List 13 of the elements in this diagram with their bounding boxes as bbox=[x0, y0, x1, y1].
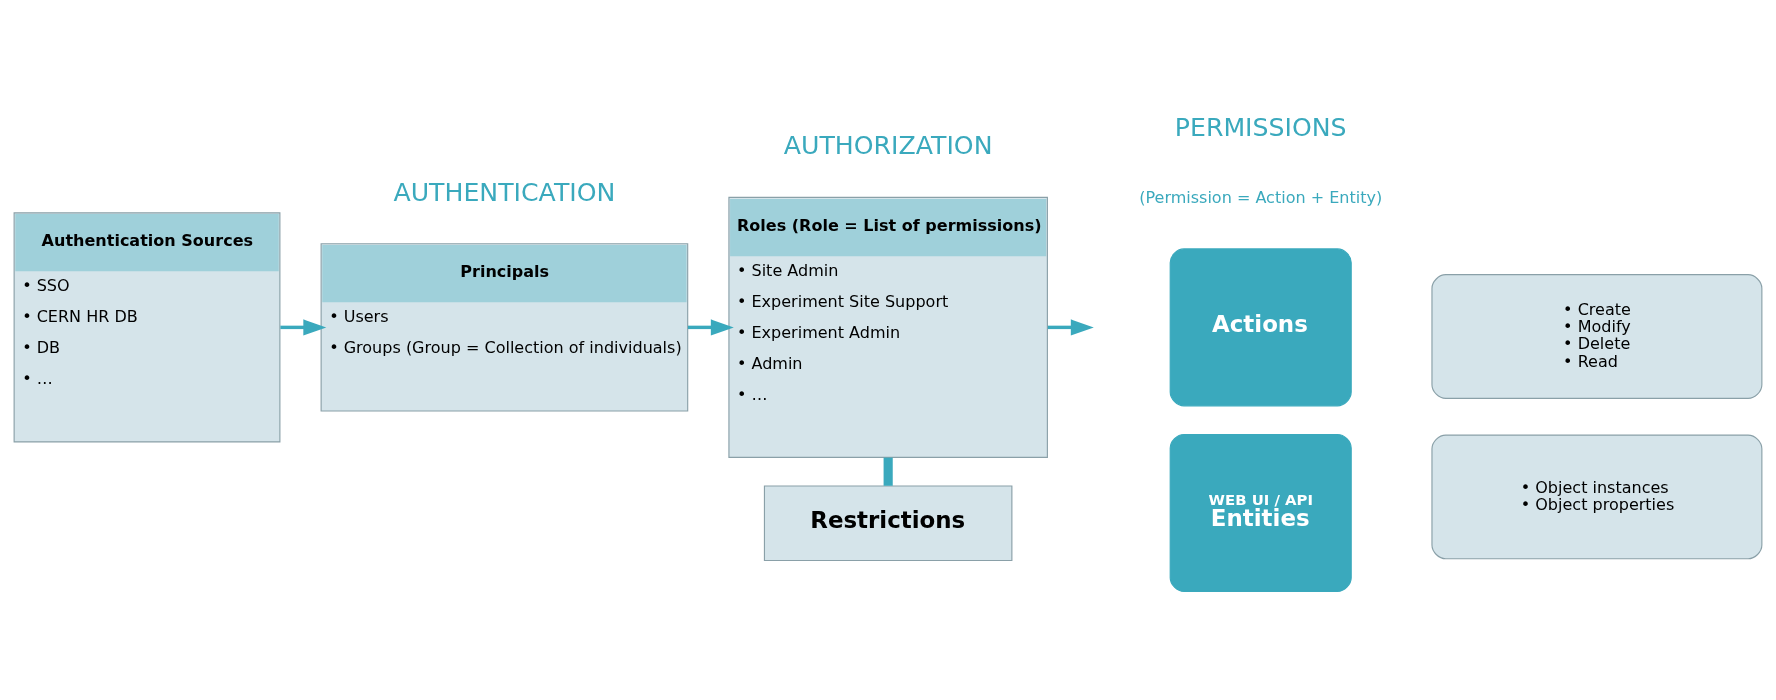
node-box: WEB UI / API Entities bbox=[1169, 433, 1352, 592]
label: (Permission = Action + Entity) bbox=[1139, 188, 1383, 208]
node-box: • Create • Modify • Delete • Read bbox=[1431, 274, 1763, 399]
node-box: Actions bbox=[1169, 248, 1352, 407]
label: PERMISSIONS bbox=[1174, 112, 1347, 142]
arrow bbox=[687, 319, 734, 336]
arrow bbox=[280, 319, 327, 336]
node-box: • Object instances • Object properties bbox=[1431, 434, 1763, 560]
connector bbox=[883, 457, 893, 486]
label: AUTHORIZATION bbox=[783, 130, 993, 160]
arrow bbox=[1047, 319, 1094, 336]
label: AUTHENTICATION bbox=[393, 177, 616, 207]
node-box: Restrictions bbox=[763, 485, 1013, 562]
